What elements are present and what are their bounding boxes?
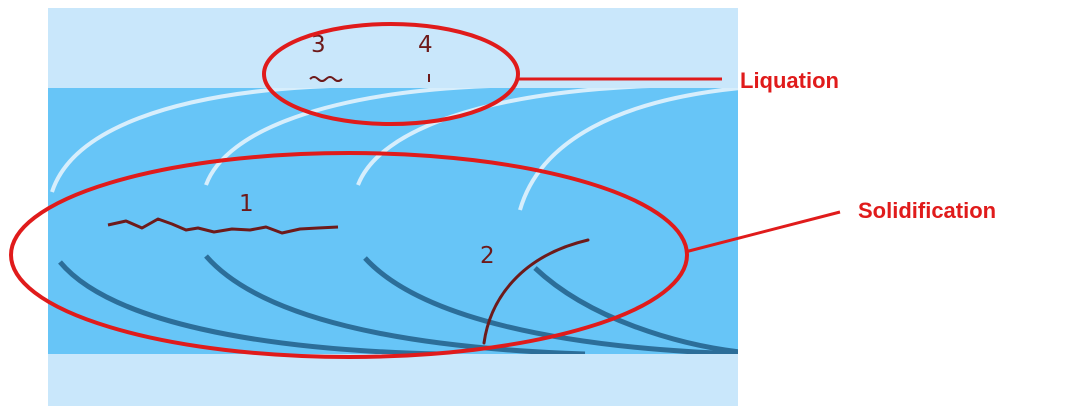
liquation-label: Liquation bbox=[740, 68, 839, 93]
solidification-label: Solidification bbox=[858, 198, 996, 223]
crack-4-label: 4 bbox=[418, 32, 433, 58]
crack-1-label: 1 bbox=[239, 191, 254, 217]
crack-2-label: 2 bbox=[480, 243, 495, 269]
